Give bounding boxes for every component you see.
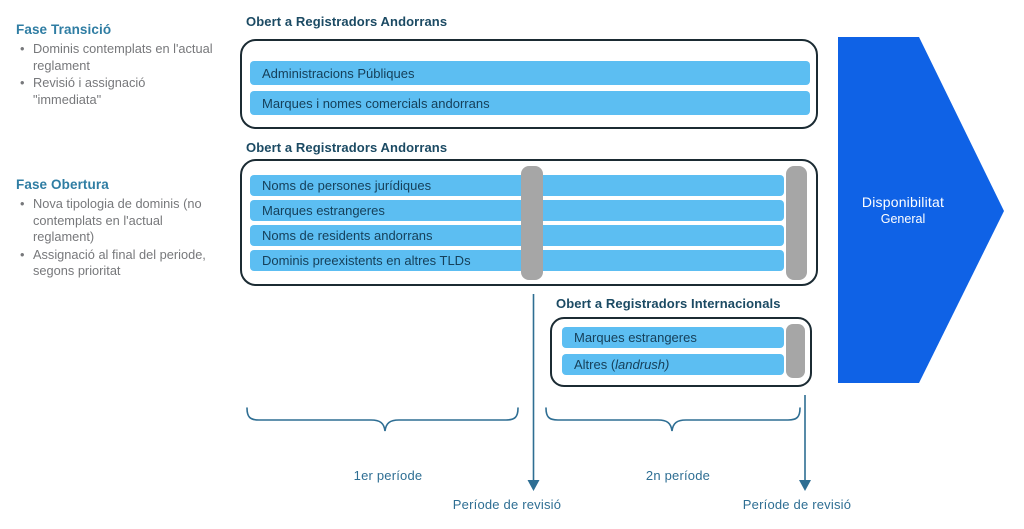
group-internacionals-label: Obert a Registradors Internacionals bbox=[556, 296, 781, 311]
bullet-item: Nova tipologia de dominis (no contemplat… bbox=[16, 196, 214, 246]
availability-line2: General bbox=[880, 212, 926, 226]
review-marker bbox=[786, 324, 805, 378]
category-bar-label: Administracions Públiques bbox=[262, 65, 415, 81]
category-bar: Altres (landrush) bbox=[562, 354, 784, 375]
period2-label: 2n període bbox=[645, 468, 711, 483]
phase-transicio: Fase Transició Dominis contemplats en l'… bbox=[16, 22, 228, 108]
category-bar: Marques estrangeres bbox=[562, 327, 784, 348]
review-period1-label: Període de revisió bbox=[452, 497, 562, 512]
category-bar: Marques estrangeres bbox=[250, 200, 784, 221]
category-bar-label: Marques i nomes comercials andorrans bbox=[262, 95, 490, 111]
bullet-item: Assignació al final del periode, segons … bbox=[16, 247, 214, 280]
period2-brace bbox=[545, 407, 801, 432]
category-bar-label: Noms de residents andorrans bbox=[262, 228, 433, 243]
category-bar-label: Dominis preexistents en altres TLDs bbox=[262, 253, 471, 268]
review-marker bbox=[521, 166, 543, 280]
bullet-item: Revisió i assignació "immediata" bbox=[16, 75, 214, 108]
general-availability-text: Disponibilitat General bbox=[838, 194, 968, 226]
category-bar: Administracions Públiques bbox=[250, 61, 810, 85]
group-transicio-label: Obert a Registradors Andorrans bbox=[246, 14, 448, 29]
availability-line1: Disponibilitat bbox=[861, 194, 945, 210]
category-bar: Dominis preexistents en altres TLDs bbox=[250, 250, 784, 271]
review1-arrowhead bbox=[527, 480, 540, 491]
group-obertura-label: Obert a Registradors Andorrans bbox=[246, 140, 448, 155]
period1-brace bbox=[246, 407, 519, 432]
category-bar-label: Noms de persones jurídiques bbox=[262, 178, 432, 193]
category-bar: Noms de residents andorrans bbox=[250, 225, 784, 246]
phase-obertura-bullets: Nova tipologia de dominis (no contemplat… bbox=[16, 196, 214, 280]
review-marker bbox=[786, 166, 807, 280]
period1-label: 1er període bbox=[353, 468, 423, 483]
category-bar-label-italic: landrush) bbox=[615, 357, 670, 372]
category-bar: Marques i nomes comercials andorrans bbox=[250, 91, 810, 115]
phase-legend: Fase Transició Dominis contemplats en l'… bbox=[16, 22, 228, 281]
phase-obertura-title: Fase Obertura bbox=[16, 177, 109, 192]
phase-transicio-title: Fase Transició bbox=[16, 22, 112, 37]
review-period2-label: Període de revisió bbox=[742, 497, 852, 512]
phase-transicio-bullets: Dominis contemplats en l'actual reglamen… bbox=[16, 41, 214, 108]
review2-arrowhead bbox=[799, 480, 811, 491]
phase-obertura: Fase Obertura Nova tipologia de dominis … bbox=[16, 177, 228, 280]
category-bar-label: Altres ( bbox=[574, 357, 616, 372]
category-bar-label: Marques estrangeres bbox=[574, 330, 697, 345]
category-bar: Noms de persones jurídiques bbox=[250, 175, 784, 196]
bullet-item: Dominis contemplats en l'actual reglamen… bbox=[16, 41, 214, 74]
category-bar-label: Marques estrangeres bbox=[262, 203, 385, 218]
